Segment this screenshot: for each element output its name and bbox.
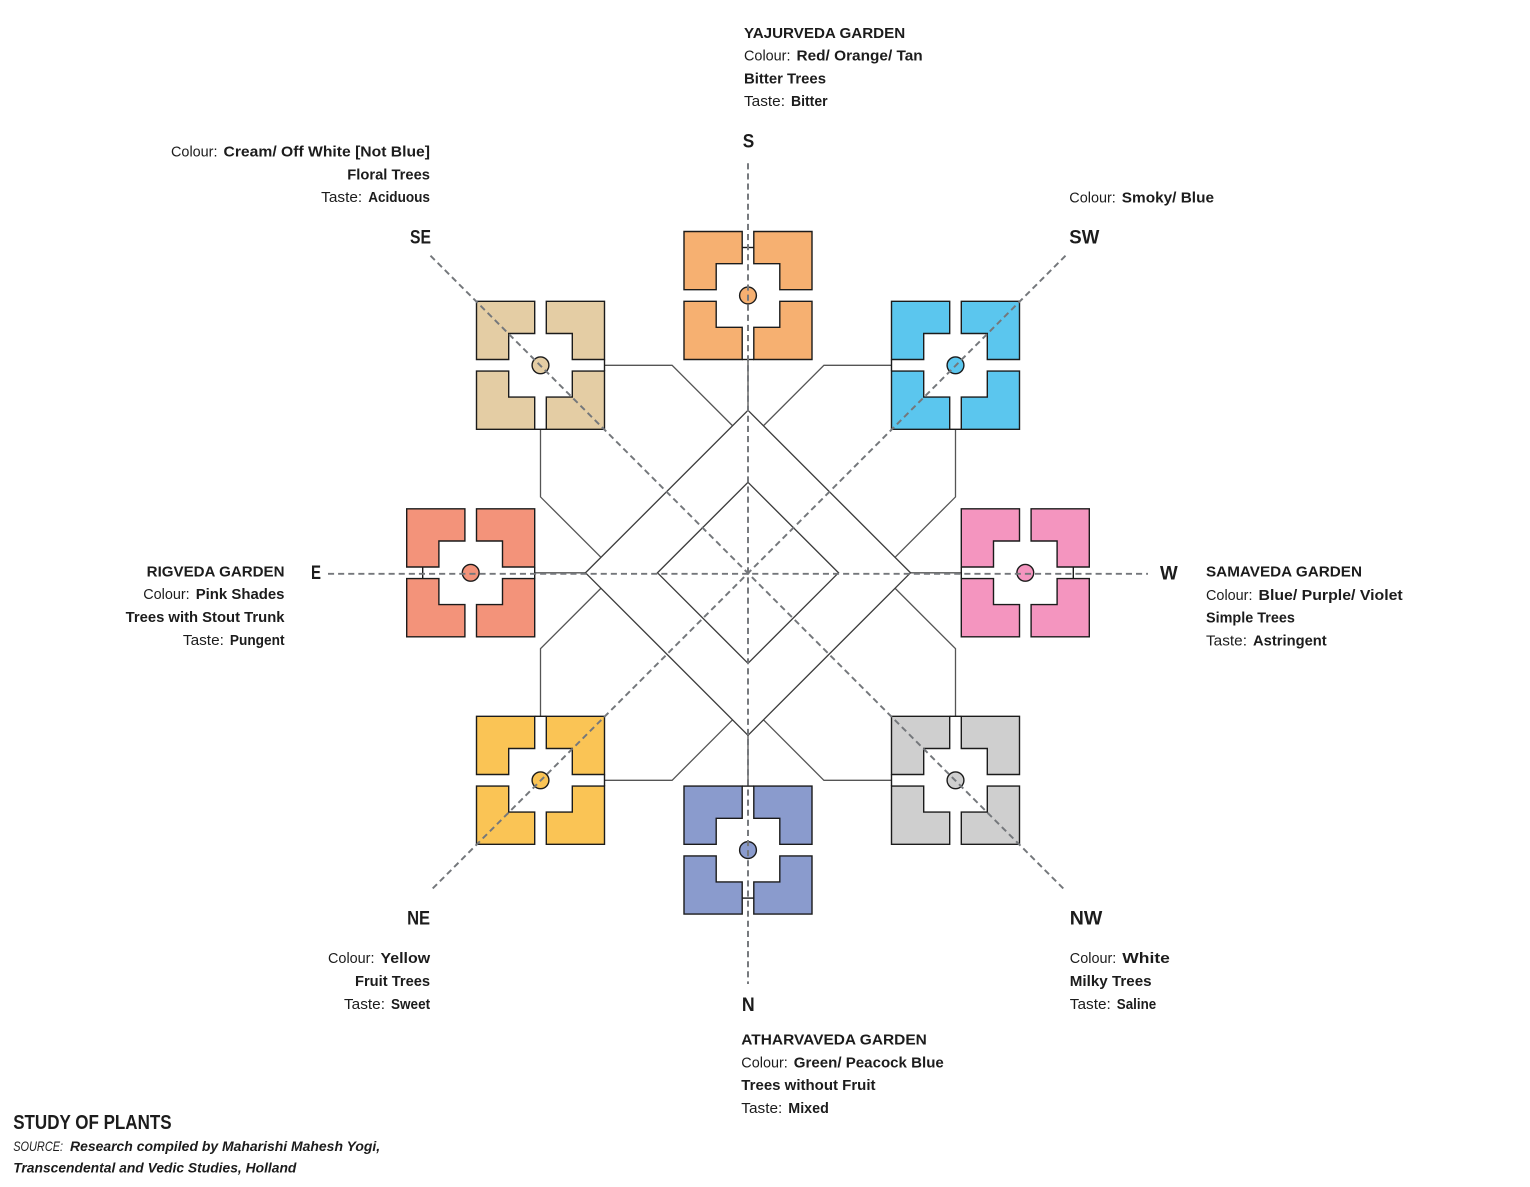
svg-text:SAMAVEDA GARDEN: SAMAVEDA GARDEN [1206, 563, 1362, 580]
svg-text:Astringent: Astringent [1253, 633, 1327, 650]
svg-text:Saline: Saline [1117, 996, 1156, 1013]
svg-text:White: White [1122, 950, 1170, 967]
svg-text:Colour:: Colour: [741, 1054, 788, 1071]
svg-text:Taste:: Taste: [344, 996, 385, 1013]
svg-text:Blue/ Purple/ Violet: Blue/ Purple/ Violet [1259, 587, 1403, 604]
svg-text:W: W [1160, 564, 1178, 585]
svg-text:Sweet: Sweet [391, 996, 430, 1013]
svg-text:Taste:: Taste: [744, 93, 785, 110]
svg-text:Green/ Peacock Blue: Green/ Peacock Blue [794, 1054, 944, 1071]
svg-text:Trees with Stout Trunk: Trees with Stout Trunk [126, 609, 286, 626]
svg-text:RIGVEDA GARDEN: RIGVEDA GARDEN [147, 563, 285, 580]
svg-text:Taste:: Taste: [741, 1100, 782, 1117]
svg-text:Colour:: Colour: [1206, 587, 1253, 604]
svg-text:Taste:: Taste: [1070, 996, 1111, 1013]
svg-text:STUDY OF PLANTS: STUDY OF PLANTS [13, 1112, 171, 1134]
svg-text:Taste:: Taste: [1206, 633, 1247, 650]
svg-text:Research compiled by Maharishi: Research compiled by Maharishi Mahesh Yo… [70, 1138, 380, 1154]
svg-text:Pink Shades: Pink Shades [196, 586, 285, 603]
svg-text:Yellow: Yellow [381, 950, 431, 967]
svg-text:SW: SW [1069, 227, 1099, 248]
svg-text:Bitter Trees: Bitter Trees [744, 71, 826, 88]
svg-text:Mixed: Mixed [788, 1100, 829, 1117]
svg-text:E: E [311, 563, 321, 584]
svg-text:ATHARVAVEDA GARDEN: ATHARVAVEDA GARDEN [741, 1032, 927, 1049]
svg-text:Taste:: Taste: [183, 632, 224, 649]
svg-text:SOURCE:: SOURCE: [13, 1138, 63, 1154]
svg-text:Taste:: Taste: [321, 189, 362, 206]
svg-text:Fruit Trees: Fruit Trees [355, 973, 430, 990]
svg-text:Transcendental and Vedic Studi: Transcendental and Vedic Studies, Hollan… [13, 1160, 297, 1176]
svg-text:Colour:: Colour: [1070, 950, 1117, 967]
svg-text:NW: NW [1070, 909, 1103, 930]
svg-text:Milky Trees: Milky Trees [1070, 973, 1152, 990]
svg-text:Trees without Fruit: Trees without Fruit [741, 1077, 875, 1094]
svg-text:Floral Trees: Floral Trees [347, 166, 430, 183]
svg-text:NE: NE [407, 909, 430, 930]
svg-text:YAJURVEDA GARDEN: YAJURVEDA GARDEN [744, 25, 905, 42]
svg-text:S: S [743, 131, 755, 152]
svg-text:Colour:: Colour: [171, 144, 218, 161]
svg-text:Aciduous: Aciduous [368, 189, 430, 206]
svg-text:Smoky/ Blue: Smoky/ Blue [1122, 190, 1214, 207]
svg-text:Bitter: Bitter [791, 93, 828, 110]
svg-text:Cream/ Off White [Not Blue]: Cream/ Off White [Not Blue] [224, 144, 431, 161]
svg-text:SE: SE [410, 227, 431, 248]
svg-text:Colour:: Colour: [1069, 190, 1116, 207]
svg-text:Simple Trees: Simple Trees [1206, 610, 1295, 627]
svg-text:Colour:: Colour: [744, 48, 791, 65]
svg-text:Colour:: Colour: [328, 950, 375, 967]
svg-text:Red/ Orange/ Tan: Red/ Orange/ Tan [797, 48, 923, 65]
svg-text:Pungent: Pungent [230, 632, 285, 649]
svg-text:N: N [742, 995, 755, 1016]
svg-text:Colour:: Colour: [143, 586, 190, 603]
